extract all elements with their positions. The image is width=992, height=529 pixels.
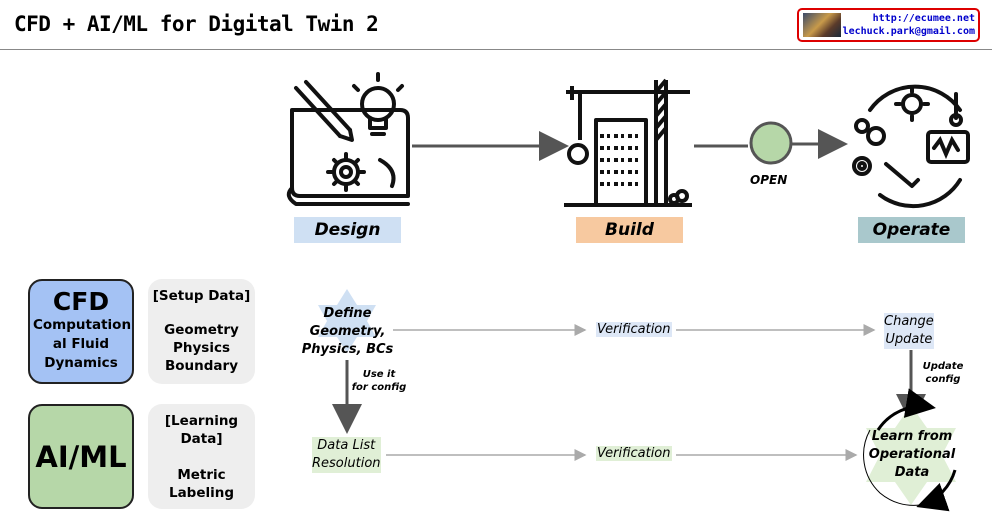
define-line3: Physics, BCs	[301, 342, 394, 357]
datalist-line1: Data List	[317, 438, 376, 453]
badge-email[interactable]: lechuck.park@gmail.com	[842, 26, 975, 37]
aiml-title: AI/ML	[35, 440, 127, 474]
setup-item-boundary: Boundary	[164, 358, 239, 374]
update-line2: config	[925, 374, 961, 385]
use-line2: for config	[351, 382, 407, 393]
learn-line2: Operational	[868, 447, 956, 462]
learn-cycle-arrow-bottom	[916, 469, 957, 512]
learn-star-shape	[866, 405, 956, 505]
datalist-line2: Resolution	[312, 456, 381, 471]
open-label: OPEN	[750, 173, 788, 187]
setup-title: [Setup Data]	[152, 288, 251, 304]
learn-cycle-ring	[863, 429, 921, 506]
define-line1: Define	[323, 306, 372, 321]
page-title: CFD + AI/ML for Digital Twin 2	[14, 12, 379, 36]
aiml-box: AI/ML	[28, 404, 134, 509]
datalist-node: Data List Resolution	[312, 437, 381, 473]
learning-item-metric: Metric	[177, 467, 226, 483]
use-line1: Use it	[362, 369, 396, 380]
learning-item-labeling: Labeling	[168, 485, 235, 501]
learning-data-box: [Learning Data] Metric Labeling	[148, 404, 255, 509]
learn-cycle-arrow-top	[876, 388, 936, 431]
cfd-sub-line3: Dynamics	[44, 355, 118, 371]
title-divider	[0, 49, 992, 50]
stage-label-design: Design	[294, 217, 401, 243]
verification-bottom: Verification	[596, 446, 672, 461]
design-blueprint-icon	[286, 72, 410, 206]
badge-url[interactable]: http://ecumee.net	[872, 13, 975, 24]
build-crane-icon	[564, 78, 692, 207]
setup-item-physics: Physics	[172, 340, 230, 356]
stage-label-build: Build	[576, 217, 683, 243]
update-config-note: Update config	[918, 360, 968, 386]
define-node: Define Geometry, Physics, BCs	[300, 305, 395, 359]
setup-item-geometry: Geometry	[164, 322, 239, 338]
change-update-node: Change Update	[884, 313, 934, 349]
setup-data-box: [Setup Data] Geometry Physics Boundary	[148, 279, 255, 384]
open-circle	[749, 121, 793, 165]
learn-line1: Learn from	[871, 429, 953, 444]
stage-label-operate: Operate	[858, 217, 965, 243]
cfd-box: CFD Computation al Fluid Dynamics	[28, 279, 134, 384]
change-line1: Change	[884, 314, 934, 329]
learning-title-line2: Data]	[180, 431, 223, 447]
define-star-shape	[318, 289, 376, 353]
operate-cycle-icon	[852, 84, 970, 209]
badge-thumbnail-image	[803, 13, 841, 37]
learn-line3: Data	[894, 465, 930, 480]
update-line1: Update	[922, 361, 964, 372]
use-it-note: Use it for config	[350, 368, 408, 394]
contact-badge: http://ecumee.net lechuck.park@gmail.com	[797, 8, 980, 42]
cfd-sub-line2: al Fluid	[52, 336, 110, 352]
change-line2: Update	[885, 332, 933, 347]
verification-top: Verification	[596, 322, 672, 337]
define-line2: Geometry,	[309, 324, 386, 339]
cfd-sub-line1: Computation	[33, 317, 132, 333]
cfd-title: CFD	[52, 287, 110, 316]
learning-title-line1: [Learning	[164, 413, 239, 429]
learn-node: Learn from Operational Data	[866, 428, 958, 482]
